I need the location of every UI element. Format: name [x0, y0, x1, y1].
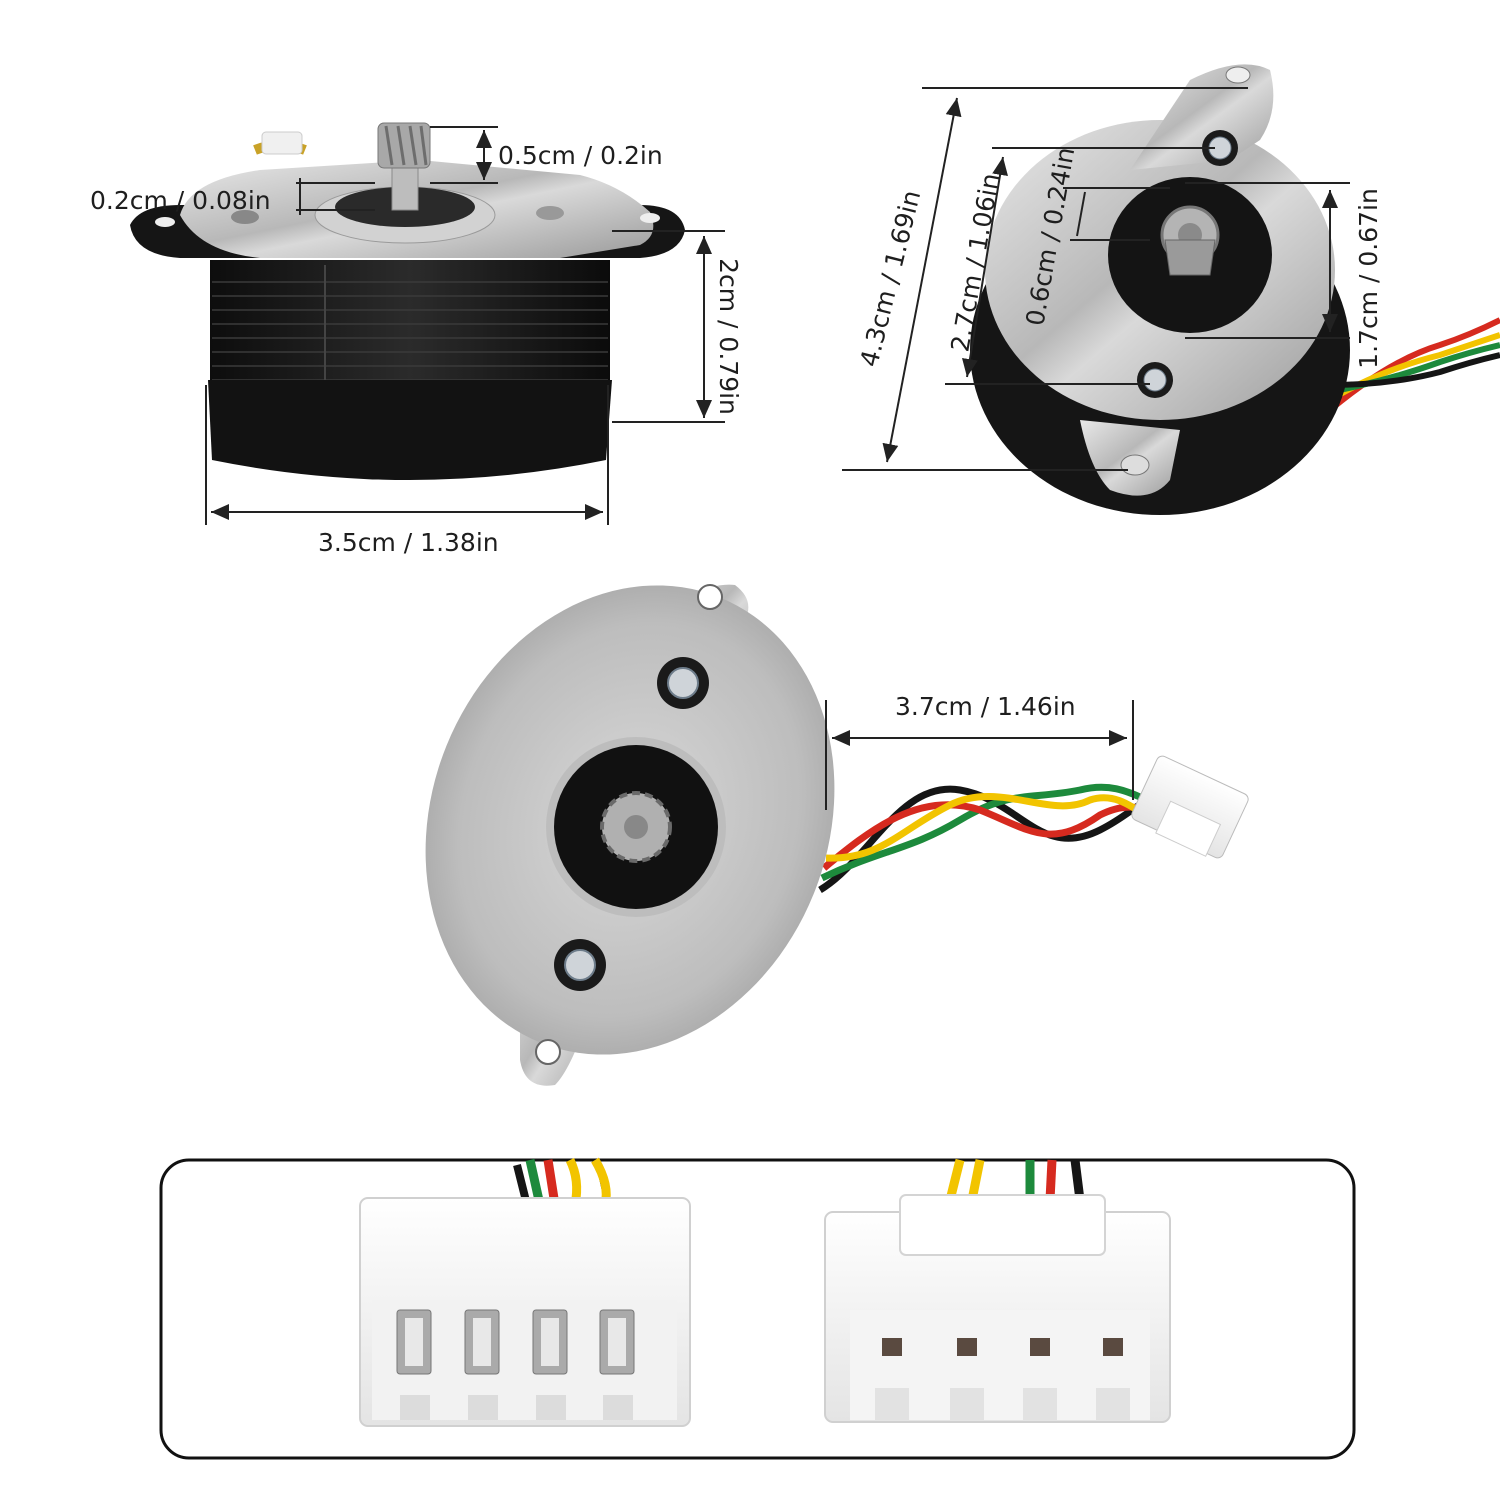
hub-diameter-label: 1.7cm / 0.67in	[1353, 188, 1383, 369]
connector-pins	[359, 1157, 691, 1427]
shaft-collar-label: 0.2cm / 0.08in	[90, 186, 271, 215]
dimension-lines-front	[825, 700, 1134, 810]
dimension-lines-side	[205, 126, 725, 525]
connector-panel-frame	[159, 1158, 1356, 1460]
body-height-label: 2cm / 0.79in	[713, 258, 743, 415]
stepper-motor-side	[130, 122, 685, 480]
connector-housing	[824, 1158, 1171, 1423]
body-width-label: 3.5cm / 1.38in	[318, 528, 499, 557]
cable-length-label: 3.7cm / 1.46in	[895, 692, 1076, 721]
stepper-motor-angled	[970, 64, 1500, 515]
dimension-lines-angled	[842, 87, 1350, 471]
stepper-motor-front	[425, 584, 1249, 1086]
gear-height-label: 0.5cm / 0.2in	[498, 141, 663, 170]
